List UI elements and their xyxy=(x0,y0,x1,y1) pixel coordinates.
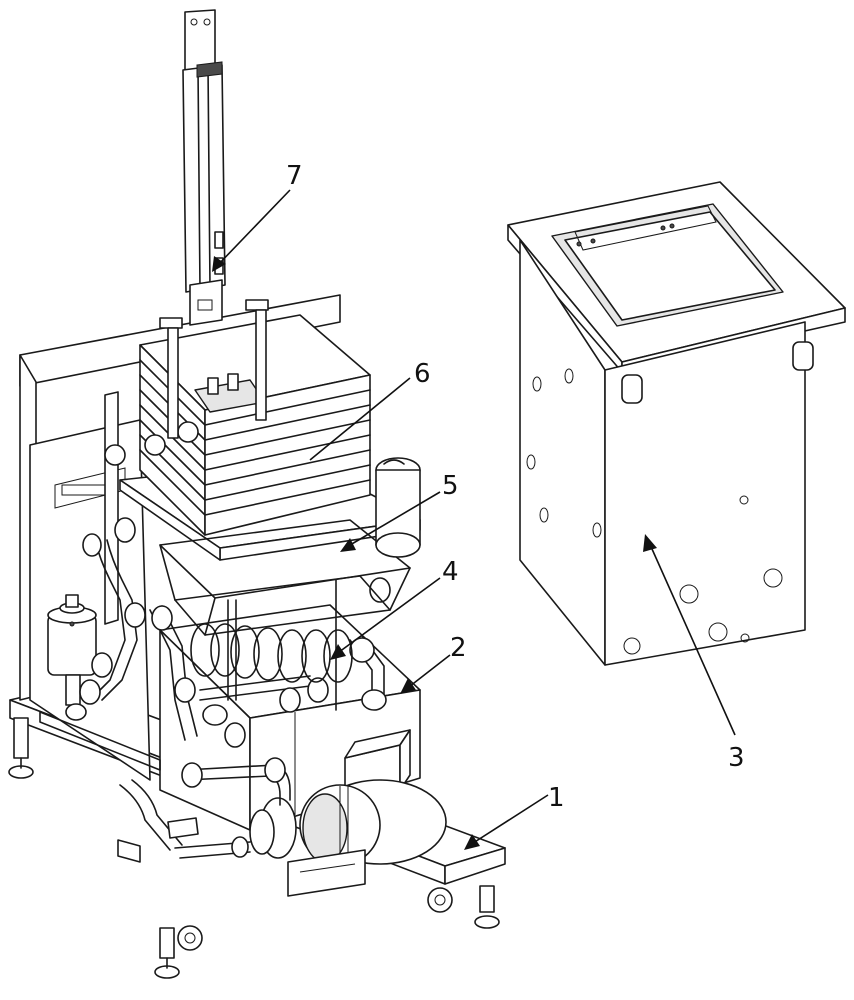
pump-motor xyxy=(249,729,447,897)
callouts: 7 6 5 4 2 1 3 xyxy=(212,161,745,850)
label-1: 1 xyxy=(548,783,565,813)
arrow-1 xyxy=(464,834,480,850)
leader-3 xyxy=(647,539,736,736)
label-3: 3 xyxy=(728,743,745,773)
heater-coil-lower xyxy=(190,579,353,711)
piping-network xyxy=(39,517,391,859)
leader-5 xyxy=(344,491,441,549)
label-2: 2 xyxy=(450,633,467,663)
label-6: 6 xyxy=(414,359,431,389)
arrow-5 xyxy=(340,538,356,552)
label-4: 4 xyxy=(442,557,459,587)
leader-7 xyxy=(214,189,291,269)
leader-4 xyxy=(334,577,441,656)
separate-tank xyxy=(507,181,846,666)
leader-2 xyxy=(404,654,451,691)
arrow-3 xyxy=(643,534,657,552)
label-5: 5 xyxy=(442,471,459,501)
lift-column xyxy=(182,9,226,326)
arrow-7 xyxy=(212,256,226,272)
label-7: 7 xyxy=(286,161,303,191)
arrow-2 xyxy=(400,678,416,694)
leader-1 xyxy=(469,794,549,846)
arrow-4 xyxy=(330,644,346,660)
cooling-coil xyxy=(104,299,421,558)
leader-6 xyxy=(309,377,411,461)
